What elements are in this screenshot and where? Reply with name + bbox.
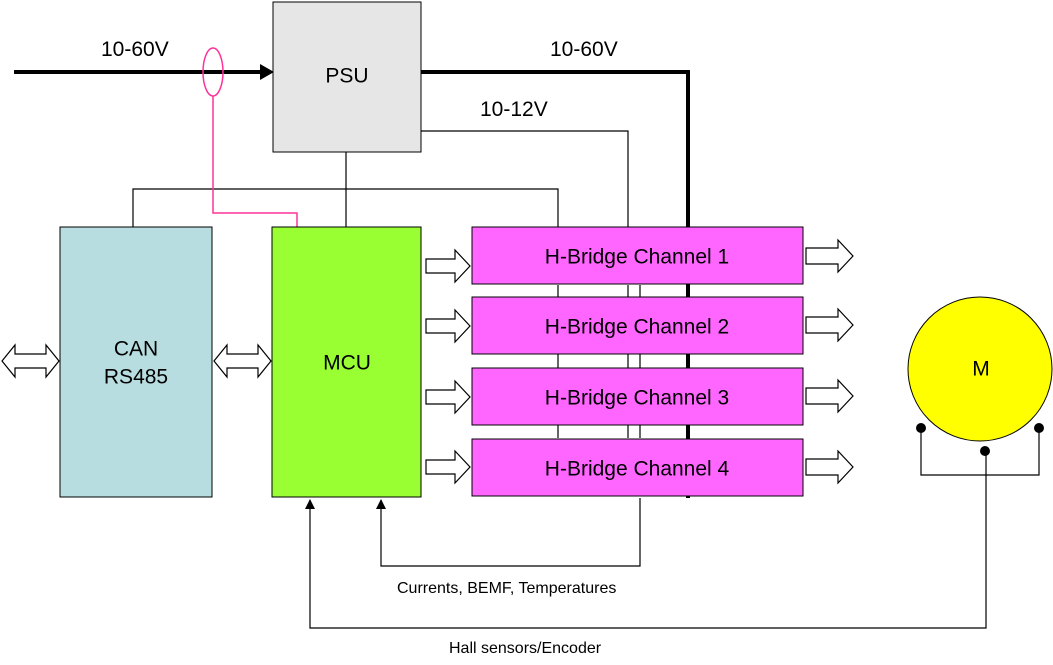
- psu-label: PSU: [325, 65, 368, 88]
- channel-1-output-arrow: [805, 238, 854, 274]
- hbridge-channel-2: [471, 296, 804, 355]
- feedback-line: [376, 498, 641, 567]
- hbridge-channel-3-label: H-Bridge Channel 3: [545, 387, 729, 410]
- channel-2-output-arrow: [805, 307, 854, 343]
- power-bus-line: [421, 70, 690, 498]
- input-voltage-label: 10-60V: [101, 38, 169, 61]
- can-mcu-arrow: [213, 343, 272, 379]
- output-voltage-label: 10-60V: [550, 38, 618, 61]
- external-bus-arrow: [1, 343, 60, 379]
- channel-4-output-arrow: [805, 449, 854, 485]
- aux-supply-line: [421, 130, 629, 227]
- hbridge-channel-3: [471, 367, 804, 426]
- psu-block: [272, 1, 422, 153]
- mcu-to-channel-3-arrow: [425, 379, 471, 415]
- can-label-line2: RS485: [104, 366, 168, 389]
- hbridge-channel-4-label: H-Bridge Channel 4: [545, 458, 730, 481]
- motor-label: M: [972, 358, 990, 381]
- hbridge-channel-4: [471, 438, 804, 497]
- motor-terminal-wiring: [920, 428, 1040, 476]
- can-block: [59, 226, 213, 498]
- sensor-line: [305, 451, 987, 629]
- hbridge-channel-1-label: H-Bridge Channel 1: [545, 246, 729, 269]
- current-probe-line: [212, 96, 298, 227]
- mcu-to-channel-2-arrow: [425, 308, 471, 344]
- hbridge-channel-1: [471, 226, 804, 285]
- logic-supply-line: [132, 188, 559, 227]
- feedback-label: Currents, BEMF, Temperatures: [397, 580, 616, 597]
- mcu-label: MCU: [323, 352, 371, 375]
- hbridge-channel-2-label: H-Bridge Channel 2: [545, 316, 729, 339]
- motor-circle: [907, 296, 1053, 442]
- mcu-to-channel-1-arrow: [425, 248, 471, 284]
- mcu-block: [271, 226, 422, 498]
- can-label-line1: CAN: [114, 338, 158, 361]
- aux-voltage-label: 10-12V: [480, 98, 548, 121]
- motor-terminal-left: [916, 423, 926, 433]
- mcu-to-channel-4-arrow: [425, 449, 471, 485]
- motor-terminal-center: [980, 446, 990, 456]
- channel-3-output-arrow: [805, 378, 854, 414]
- sensors-label: Hall sensors/Encoder: [449, 640, 602, 657]
- motor-terminal-right: [1034, 423, 1044, 433]
- input-power-arrowhead: [260, 64, 274, 80]
